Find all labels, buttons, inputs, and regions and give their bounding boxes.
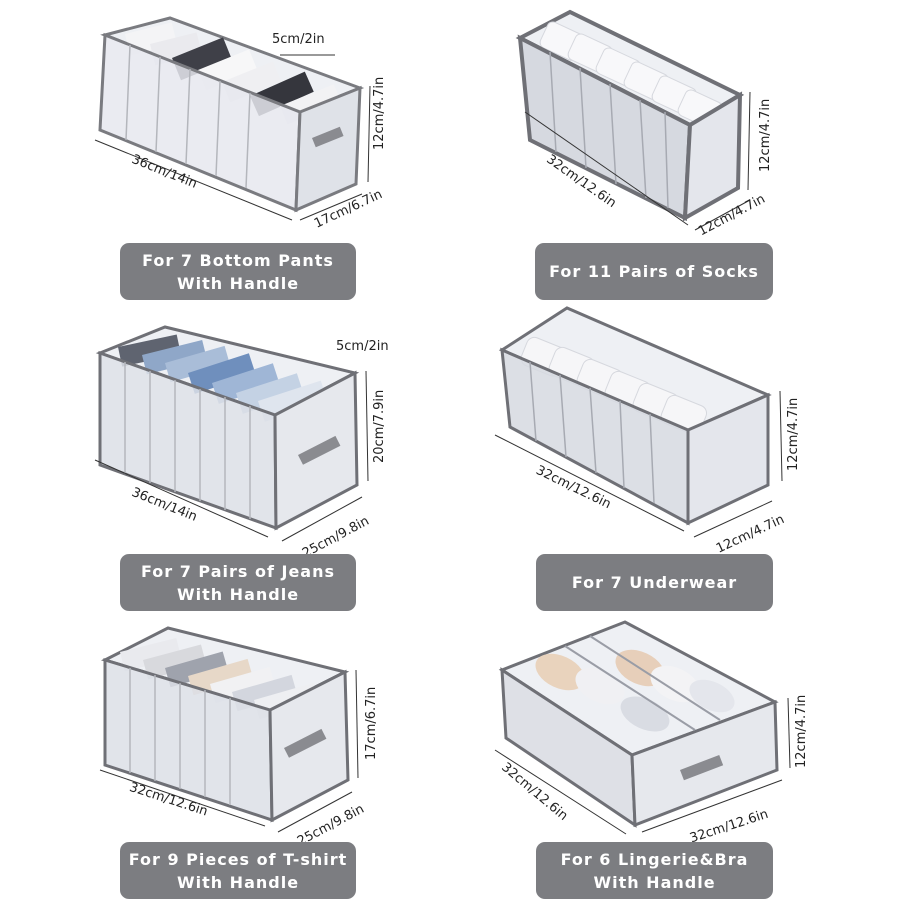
underwear-height-dimension: 12cm/4.7in xyxy=(786,397,801,471)
jeans-organizer-image xyxy=(94,325,369,542)
pants-label-line2: With Handle xyxy=(176,273,300,293)
underwear-label-line1: For 7 Underwear xyxy=(571,573,738,592)
jeans-label-line1: For 7 Pairs of Jeans xyxy=(140,561,336,581)
product-panel-tshirt: 32cm/12.6in 25cm/9.8in 17cm/6.7in For 9 … xyxy=(0,610,450,900)
socks-product-label: For 11 Pairs of Socks xyxy=(535,243,773,300)
product-panel-lingerie: 32cm/12.6in 32cm/12.6in 12cm/4.7in For 6… xyxy=(450,610,900,900)
pants-gap-dimension: 5cm/2in xyxy=(272,32,325,47)
underwear-organizer-image xyxy=(494,306,783,538)
tshirt-label-line1: For 9 Pieces of T-shirt xyxy=(128,849,348,869)
socks-organizer-image xyxy=(515,9,751,231)
jeans-height-dimension: 20cm/7.9in xyxy=(372,389,387,463)
lingerie-organizer-image xyxy=(494,620,791,835)
lingerie-height-dimension: 12cm/4.7in xyxy=(794,694,809,768)
underwear-product-label: For 7 Underwear xyxy=(536,554,773,611)
tshirt-product-label: For 9 Pieces of T-shirt With Handle xyxy=(120,842,356,899)
pants-product-label: For 7 Bottom Pants With Handle xyxy=(120,243,356,300)
jeans-gap-dimension: 5cm/2in xyxy=(336,339,389,354)
product-panel-bottom-pants: 36cm/14in 17cm/6.7in 12cm/4.7in 5cm/2in … xyxy=(0,0,450,305)
pants-height-dimension: 12cm/4.7in xyxy=(372,76,387,150)
socks-height-dimension: 12cm/4.7in xyxy=(758,98,773,172)
tshirt-height-dimension: 17cm/6.7in xyxy=(364,686,379,760)
lingerie-label-line1: For 6 Lingerie&Bra xyxy=(560,849,749,869)
pants-organizer-image xyxy=(94,16,371,221)
jeans-label-line2: With Handle xyxy=(176,584,300,604)
pants-label-line1: For 7 Bottom Pants xyxy=(142,250,334,270)
product-panel-jeans: 36cm/14in 25cm/9.8in 20cm/7.9in 5cm/2in … xyxy=(0,305,450,611)
product-panel-underwear: 32cm/12.6in 12cm/4.7in 12cm/4.7in For 7 … xyxy=(450,305,900,611)
tshirt-label-line2: With Handle xyxy=(176,872,300,892)
lingerie-label-line2: With Handle xyxy=(593,872,716,892)
jeans-product-label: For 7 Pairs of Jeans With Handle xyxy=(120,554,356,611)
tshirt-organizer-image xyxy=(99,626,359,833)
socks-label-line1: For 11 Pairs of Socks xyxy=(549,262,759,281)
product-panel-socks: 32cm/12.6in 12cm/4.7in 12cm/4.7in For 11… xyxy=(450,0,900,305)
lingerie-product-label: For 6 Lingerie&Bra With Handle xyxy=(536,842,773,899)
